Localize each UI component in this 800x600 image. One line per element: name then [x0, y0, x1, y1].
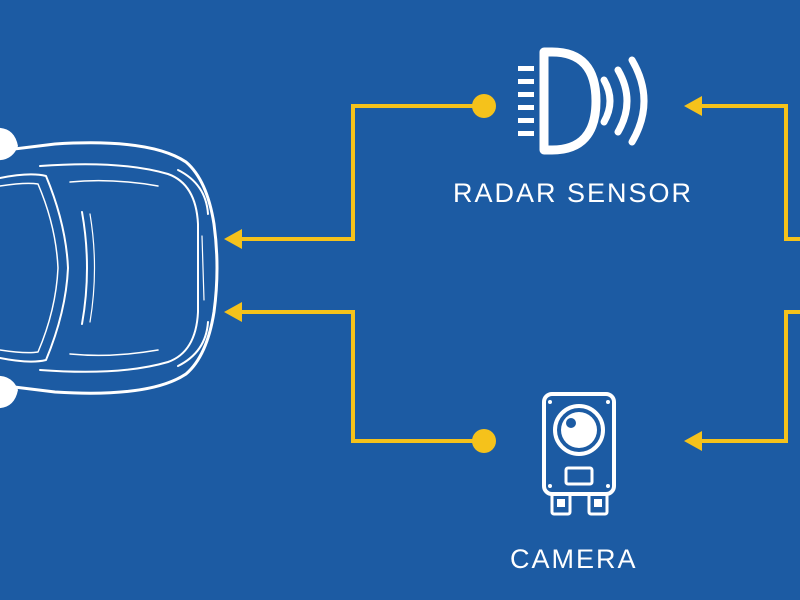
car-mirror-top-icon — [0, 128, 18, 161]
camera-icon — [542, 392, 616, 516]
arrowhead-car-bottom — [224, 302, 242, 322]
car-top-view-icon — [0, 141, 219, 395]
connector-dot-camera — [472, 429, 496, 453]
connector-radar-to-car — [240, 104, 484, 241]
arrowhead-radar-right — [684, 96, 702, 116]
radar-sensor-label: RADAR SENSOR — [453, 178, 694, 208]
car-mirror-bottom-icon — [0, 375, 18, 408]
radar-sensor-icon — [518, 47, 648, 155]
connector-right-to-camera — [700, 310, 800, 443]
arrowhead-car-top — [224, 229, 242, 249]
camera-label: CAMERA — [510, 544, 638, 574]
arrowhead-camera-right — [684, 431, 702, 451]
connector-camera-to-car — [240, 310, 484, 443]
connector-dot-radar — [472, 94, 496, 118]
connector-right-to-radar — [700, 104, 800, 241]
